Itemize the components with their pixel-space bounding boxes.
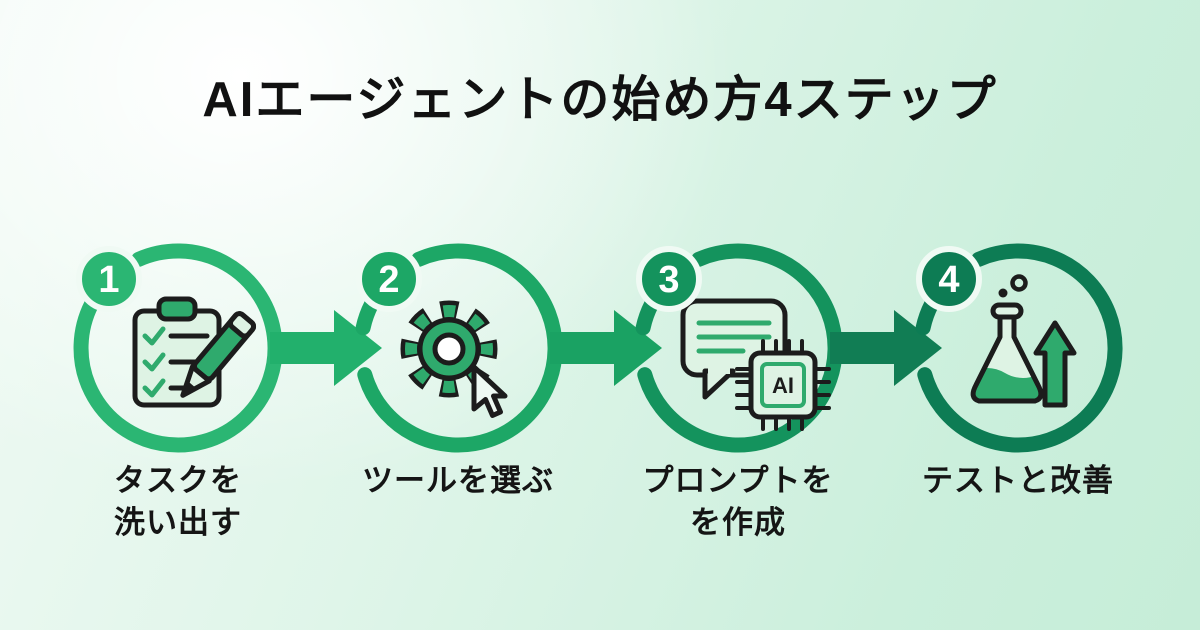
arrow-icon-2 [550, 310, 662, 386]
arrow-icon-3 [830, 310, 942, 386]
step-label-3: プロンプトを を作成 [642, 463, 834, 540]
step-number-1: 1 [98, 259, 119, 301]
step-badge-2 [356, 246, 422, 312]
cursor-icon [471, 364, 508, 418]
bubble-large [1010, 274, 1028, 292]
step-badge-4 [916, 246, 982, 312]
arrow-icon-1 [270, 310, 382, 386]
step-circle-2: 2 [355, 243, 563, 453]
clipboard-checklist-icon [132, 296, 257, 408]
step-number-3: 3 [658, 259, 679, 301]
pencil-icon [180, 311, 257, 398]
step-ring-dash-2 [355, 296, 380, 336]
step-ring-dash-4 [915, 296, 940, 336]
step-number-2: 2 [378, 259, 399, 301]
step-ring-1 [73, 243, 283, 453]
up-arrow-icon [1033, 320, 1077, 408]
step-ring-4 [917, 243, 1123, 453]
page-title: AIエージェントの始め方4ステップ [202, 73, 998, 127]
ai-chip-label: AI [772, 373, 794, 398]
step-ring-2 [357, 243, 563, 453]
step-circle-1: 1 [73, 243, 283, 453]
step-label-2: ツールを選ぶ [362, 463, 554, 498]
bubble-small [998, 288, 1008, 298]
step-circle-4: 4 [915, 243, 1123, 453]
step-badge-1 [76, 246, 142, 312]
flask-growth-icon [970, 274, 1077, 408]
step-label-4: テストと改善 [922, 463, 1114, 498]
step-badge-3 [636, 246, 702, 312]
step-label-1: タスクを 洗い出す [114, 463, 242, 540]
gear-cursor-icon [400, 300, 508, 418]
step-ring-3 [637, 243, 843, 453]
step-number-4: 4 [938, 259, 959, 301]
step-ring-dash-3 [635, 296, 660, 336]
step-circle-3: AI 3 [635, 243, 843, 453]
chat-ai-chip-icon: AI [680, 298, 831, 431]
